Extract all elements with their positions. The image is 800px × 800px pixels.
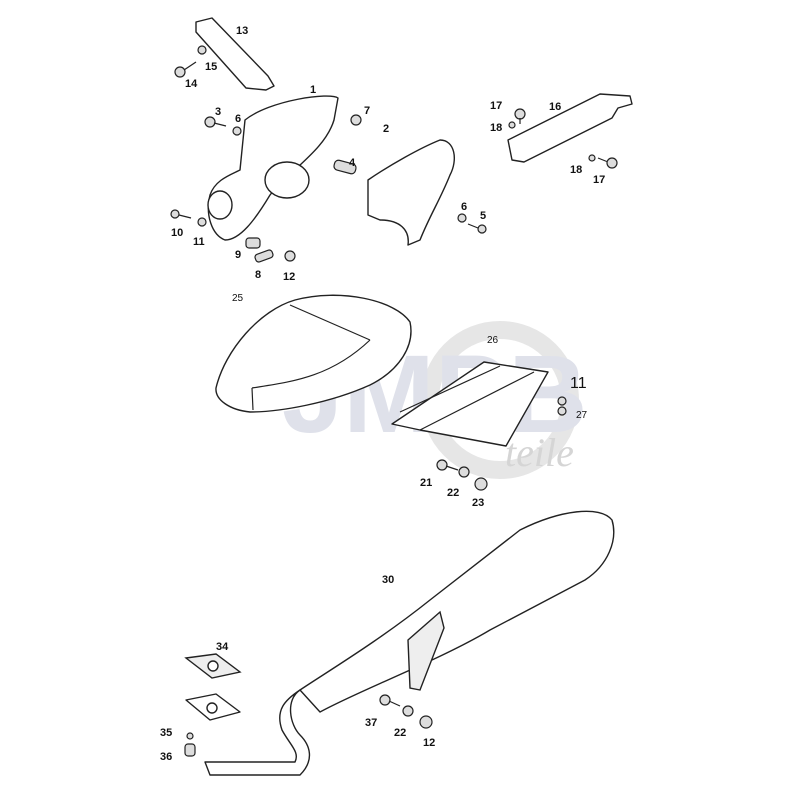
part-flange [185, 693, 241, 721]
part-8-plate [254, 249, 274, 263]
label-6-b: 6 [461, 201, 467, 213]
part-6-washer [232, 126, 242, 136]
label-6: 6 [235, 113, 241, 125]
label-21: 21 [420, 477, 432, 489]
part-7-nut [350, 114, 362, 126]
label-30: 30 [382, 574, 394, 586]
label-4: 4 [349, 157, 356, 169]
label-23: 23 [472, 497, 484, 509]
part-21-bolt [436, 459, 459, 471]
part-10-screw [170, 209, 192, 219]
part-12-nut [284, 250, 296, 262]
part-37-bolt [379, 694, 401, 707]
part-5-screw [467, 223, 487, 234]
label-7: 7 [364, 105, 370, 117]
label-10: 10 [171, 227, 183, 239]
label-22-b: 22 [394, 727, 406, 739]
part-16-bracket [507, 93, 633, 163]
part-labels: 13 15 14 1 7 3 6 2 4 10 11 9 8 12 6 5 17… [160, 25, 605, 763]
part-15-washer [197, 45, 207, 55]
part-30-exhaust [299, 510, 615, 713]
part-9-spacer [245, 237, 261, 249]
label-1: 1 [310, 84, 316, 96]
label-22: 22 [447, 487, 459, 499]
label-12-b: 12 [423, 737, 435, 749]
part-12-nut-b [419, 715, 433, 729]
label-34: 34 [216, 641, 229, 653]
label-25: 25 [232, 293, 244, 304]
part-25-seat [215, 294, 412, 413]
part-3-screw [204, 116, 227, 128]
part-18-washer-b [588, 154, 596, 162]
part-23-nut [474, 477, 488, 491]
label-37: 37 [365, 717, 377, 729]
part-36-nut [184, 743, 196, 757]
label-18-b: 18 [570, 164, 582, 176]
label-3: 3 [215, 106, 221, 118]
part-27-clip [557, 396, 567, 416]
label-15: 15 [205, 61, 217, 73]
part-1-ring [207, 190, 233, 220]
watermark-sub: teile [505, 430, 574, 475]
label-36: 36 [160, 751, 172, 763]
label-9: 9 [235, 249, 241, 261]
label-27: 27 [576, 410, 588, 421]
part-6-washer-b [457, 213, 467, 223]
label-5: 5 [480, 210, 486, 222]
label-13: 13 [236, 25, 248, 37]
label-11: 11 [193, 236, 205, 248]
part-30-pipe [204, 689, 311, 776]
part-2-cover [367, 139, 456, 246]
part-13-bracket [195, 17, 275, 91]
part-17-screw-a [514, 108, 526, 124]
part-18-washer-a [508, 121, 516, 129]
label-35: 35 [160, 727, 172, 739]
label-17-b: 17 [593, 174, 605, 186]
part-34-gasket [184, 653, 242, 679]
part-22-washer [458, 466, 470, 478]
label-11-b: 11 [570, 375, 587, 392]
label-16: 16 [549, 101, 561, 113]
part-35-washer [186, 732, 194, 740]
label-8: 8 [255, 269, 261, 281]
part-4-spacer [333, 159, 357, 175]
part-17-screw-b [597, 157, 618, 169]
part-14-screw [174, 61, 197, 78]
part-11-washer [197, 217, 207, 227]
label-12: 12 [283, 271, 295, 283]
label-2: 2 [383, 123, 389, 135]
label-17-a: 17 [490, 100, 502, 112]
part-30-mount [407, 610, 445, 691]
part-25-seat-seams [251, 304, 371, 411]
part-1-dome [264, 161, 310, 199]
part-22-washer-b [402, 705, 414, 717]
label-18-a: 18 [490, 122, 502, 134]
label-26: 26 [487, 335, 499, 346]
label-14: 14 [185, 78, 198, 90]
part-26-plate-folds [399, 365, 535, 431]
